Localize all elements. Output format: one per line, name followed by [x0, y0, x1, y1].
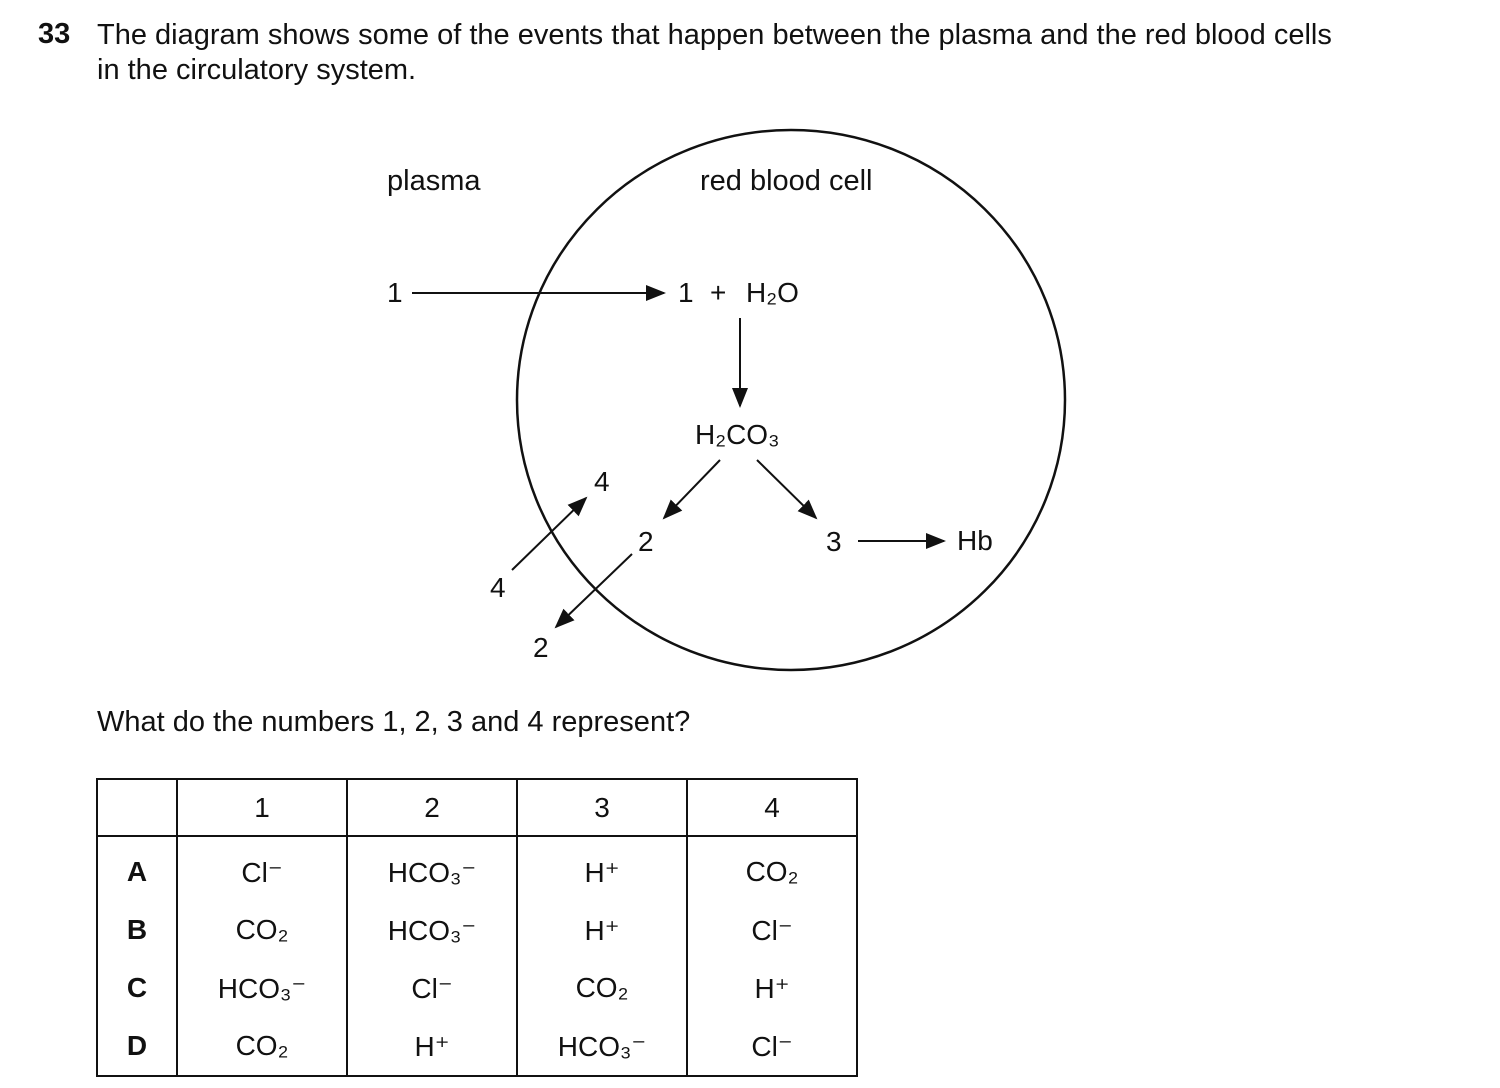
- question-number: 33: [38, 18, 71, 50]
- table-cell: H⁺: [686, 959, 858, 1017]
- arrow-2-out-of-cell: [554, 553, 633, 629]
- red-blood-cell-outline: [515, 128, 1067, 672]
- label-4-cell: 4: [594, 466, 610, 497]
- table-cell: CO₂: [176, 901, 348, 959]
- option-row-b[interactable]: B CO₂ HCO₃⁻ H⁺ Cl⁻: [96, 901, 858, 959]
- table-cell: HCO₃⁻: [346, 901, 518, 959]
- option-row-a[interactable]: A Cl⁻ HCO₃⁻ H⁺ CO₂: [96, 836, 858, 901]
- table-cell: H⁺: [516, 901, 688, 959]
- carbonic-acid-formula: H₂CO₃: [695, 419, 780, 450]
- label-1-plasma: 1: [387, 277, 403, 308]
- label-2-cell: 2: [638, 526, 654, 557]
- table-cell: Cl⁻: [346, 959, 518, 1017]
- header-cell-1: 1: [176, 778, 348, 837]
- arrow-to-2: [662, 459, 721, 520]
- question-prompt: What do the numbers 1, 2, 3 and 4 repres…: [97, 706, 691, 738]
- arrow-to-3: [756, 459, 818, 520]
- question-stem: The diagram shows some of the events tha…: [97, 18, 1477, 88]
- table-cell: H⁺: [516, 836, 688, 901]
- table-cell: H⁺: [346, 1017, 518, 1077]
- table-cell: HCO₃⁻: [176, 959, 348, 1017]
- option-row-d[interactable]: D CO₂ H⁺ HCO₃⁻ Cl⁻: [96, 1017, 858, 1077]
- header-cell-3: 3: [516, 778, 688, 837]
- option-key: A: [96, 836, 178, 901]
- label-4-plasma: 4: [490, 572, 506, 603]
- answer-options-table: 1 2 3 4 A Cl⁻ HCO₃⁻ H⁺ CO₂ B CO₂ HCO₃⁻ H…: [96, 778, 858, 1077]
- table-cell: Cl⁻: [686, 901, 858, 959]
- option-key: B: [96, 901, 178, 959]
- water-formula: H₂O: [746, 277, 799, 308]
- header-cell-blank: [96, 778, 178, 837]
- stem-line-1: The diagram shows some of the events tha…: [97, 19, 1332, 51]
- blood-diagram: plasma red blood cell 1 1 + H₂O H₂CO₃ 2 …: [387, 128, 1067, 672]
- table-cell: CO₂: [686, 836, 858, 901]
- table-cell: Cl⁻: [686, 1017, 858, 1077]
- header-cell-2: 2: [346, 778, 518, 837]
- table-cell: HCO₃⁻: [346, 836, 518, 901]
- red-blood-cell-label: red blood cell: [700, 165, 873, 197]
- stem-line-2: in the circulatory system.: [97, 54, 417, 86]
- option-key: D: [96, 1017, 178, 1077]
- table-cell: CO₂: [176, 1017, 348, 1077]
- table-cell: Cl⁻: [176, 836, 348, 901]
- hb-label: Hb: [957, 525, 993, 556]
- arrow-4-into-cell: [511, 496, 588, 571]
- table-cell: HCO₃⁻: [516, 1017, 688, 1077]
- label-1-cell: 1: [678, 277, 694, 308]
- label-2-plasma: 2: [533, 632, 549, 663]
- header-cell-4: 4: [686, 778, 858, 837]
- label-3-cell: 3: [826, 526, 842, 557]
- plus-sign: +: [710, 277, 726, 308]
- table-cell: CO₂: [516, 959, 688, 1017]
- option-key: C: [96, 959, 178, 1017]
- plasma-label: plasma: [387, 165, 481, 197]
- option-row-c[interactable]: C HCO₃⁻ Cl⁻ CO₂ H⁺: [96, 959, 858, 1017]
- table-header-row: 1 2 3 4: [96, 778, 858, 837]
